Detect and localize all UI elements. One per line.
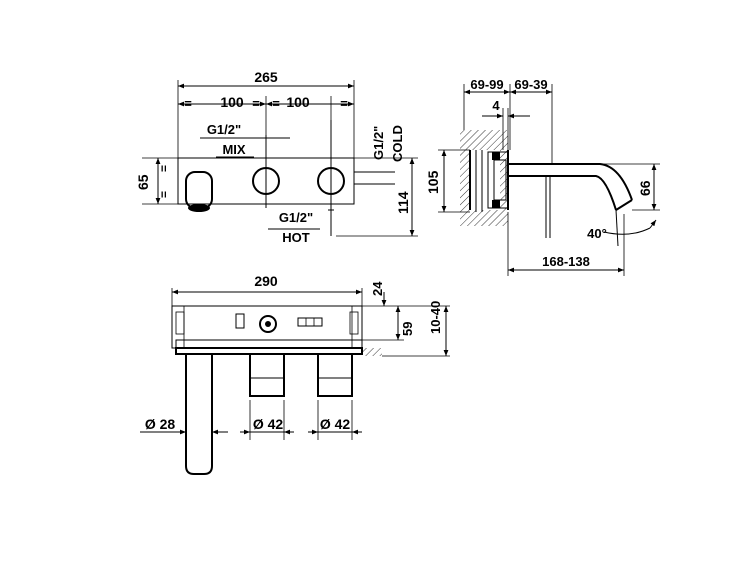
top-offset: 24 [370,281,385,296]
top-overall-width: 290 [254,273,278,289]
spout-angle: 40° [587,226,607,241]
eq-mark-6: = [157,191,171,198]
spout-height: 66 [637,180,653,196]
spout-diameter: Ø 28 [145,416,176,432]
top-view: 290 24 59 10-40 [140,273,450,475]
front-spacing-left: 100 [220,94,244,110]
finish-range: 10-40 [428,301,443,334]
spout-projection: 168-138 [542,254,590,269]
eq-mark-5: = [157,165,171,172]
body-height: 105 [425,170,441,194]
cold-thread: G1/2" [371,126,386,160]
wall-gap: 4 [492,98,500,113]
hot-label: HOT [282,230,310,245]
hot-thread: G1/2" [279,210,313,225]
body-depth: 59 [400,322,415,336]
eq-mark-1: = [184,96,192,111]
front-spacing-right: 100 [286,94,310,110]
depth-range-inner: 69-39 [514,77,547,92]
mix-thread: G1/2" [207,122,241,137]
plate-height: 65 [135,174,151,190]
total-height: 114 [395,191,411,214]
eq-mark-4: = [340,96,348,111]
cold-label: COLD [390,125,405,162]
front-overall-width: 265 [254,69,278,85]
handle-diameter-1: Ø 42 [253,416,284,432]
side-view: 69-99 69-39 4 105 66 40° 168-138 [425,77,660,276]
mix-label: MIX [222,142,245,157]
handle-diameter-2: Ø 42 [320,416,351,432]
front-view: 265 100 100 = = = = G1/2" MIX G1/2" HOT [135,69,418,245]
eq-mark-2: = [252,96,260,111]
depth-range-outer: 69-99 [470,77,503,92]
eq-mark-3: = [272,96,280,111]
